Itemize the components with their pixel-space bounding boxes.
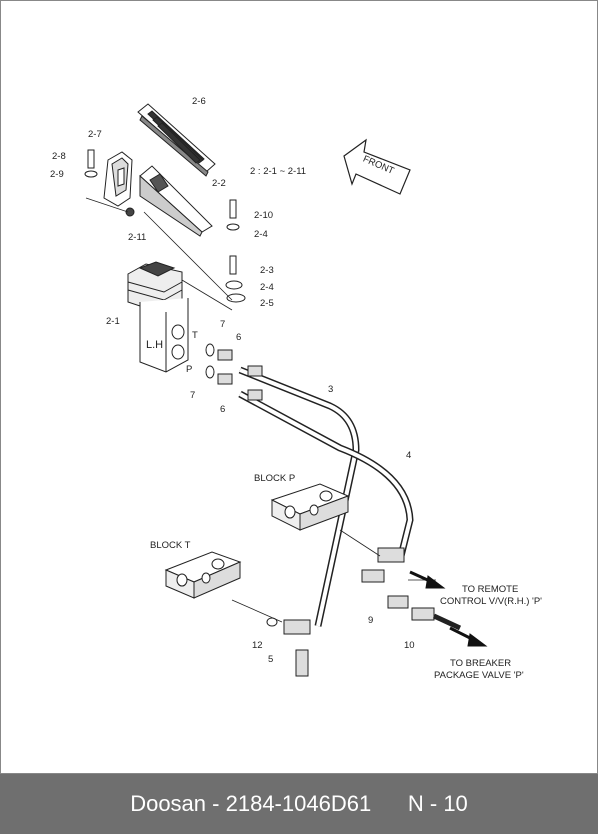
part-labels: 2-6 2-7 2-8 2-9 2-2 2 : 2-1 ~ 2-11 2-10 …: [50, 96, 542, 681]
label-2-2: 2-2: [212, 178, 226, 189]
block-t-label: BLOCK T: [150, 540, 191, 551]
label-2-4-lower: 2-4: [260, 282, 274, 293]
label-6-lower: 6: [220, 404, 225, 415]
front-arrow: [343, 138, 411, 195]
bracket-part: [103, 151, 133, 207]
label-2-6: 2-6: [192, 96, 206, 107]
block-p-part: [270, 483, 350, 531]
label-5: 5: [268, 654, 273, 665]
label-9: 9: [368, 615, 373, 626]
lower-fittings: [266, 547, 462, 677]
footer-page: N - 10: [407, 791, 468, 816]
block-p-label: BLOCK P: [254, 473, 295, 484]
fittings-parts: [205, 343, 233, 385]
range-note: 2 : 2-1 ~ 2-11: [250, 166, 306, 177]
lh-label: L.H: [146, 339, 163, 351]
label-7-lower: 7: [190, 390, 195, 401]
leader-lines: [85, 197, 436, 623]
label-2-4-upper: 2-4: [254, 229, 268, 240]
label-7-upper: 7: [220, 319, 225, 330]
label-2-7: 2-7: [88, 129, 102, 140]
diagram-frame: FRONT 2-6 2-7 2-8 2-9 2-2 2 : 2-1 ~ 2-11…: [0, 0, 598, 774]
block-t-part: [164, 551, 242, 599]
label-2-10: 2-10: [254, 210, 273, 221]
hardware-parts: [84, 149, 246, 303]
label-12: 12: [252, 640, 263, 651]
port-t-label: T: [192, 330, 198, 341]
pedal-part: [137, 103, 216, 177]
footer-separator: -: [206, 791, 226, 816]
label-2-11: 2-11: [128, 232, 146, 243]
lever-part: [139, 165, 213, 237]
footer-part-number: 2184-1046D61: [225, 791, 372, 816]
label-2-8: 2-8: [52, 151, 66, 162]
label-2-5: 2-5: [260, 298, 274, 309]
label-4: 4: [406, 450, 411, 461]
flow-arrows: [409, 570, 488, 647]
valve-body-part: [127, 261, 189, 373]
label-2-1: 2-1: [106, 316, 120, 327]
to-remote-line2: CONTROL V/V(R.H.) 'P': [440, 596, 542, 607]
label-2-3: 2-3: [260, 265, 274, 276]
label-10: 10: [404, 640, 415, 651]
parts-diagram: FRONT 2-6 2-7 2-8 2-9 2-2 2 : 2-1 ~ 2-11…: [0, 0, 598, 774]
to-breaker-line2: PACKAGE VALVE 'P': [434, 670, 524, 681]
port-p-label: P: [186, 364, 192, 375]
footer-gap: [371, 791, 408, 817]
to-remote-line1: TO REMOTE: [462, 584, 518, 595]
footer-bar: Doosan - 2184-1046D61 N - 10: [0, 774, 598, 834]
to-breaker-line1: TO BREAKER: [450, 658, 511, 669]
label-2-9: 2-9: [50, 169, 64, 180]
label-3: 3: [328, 384, 333, 395]
label-6-upper: 6: [236, 332, 241, 343]
hoses: [238, 365, 414, 627]
footer-brand: Doosan: [130, 791, 207, 816]
